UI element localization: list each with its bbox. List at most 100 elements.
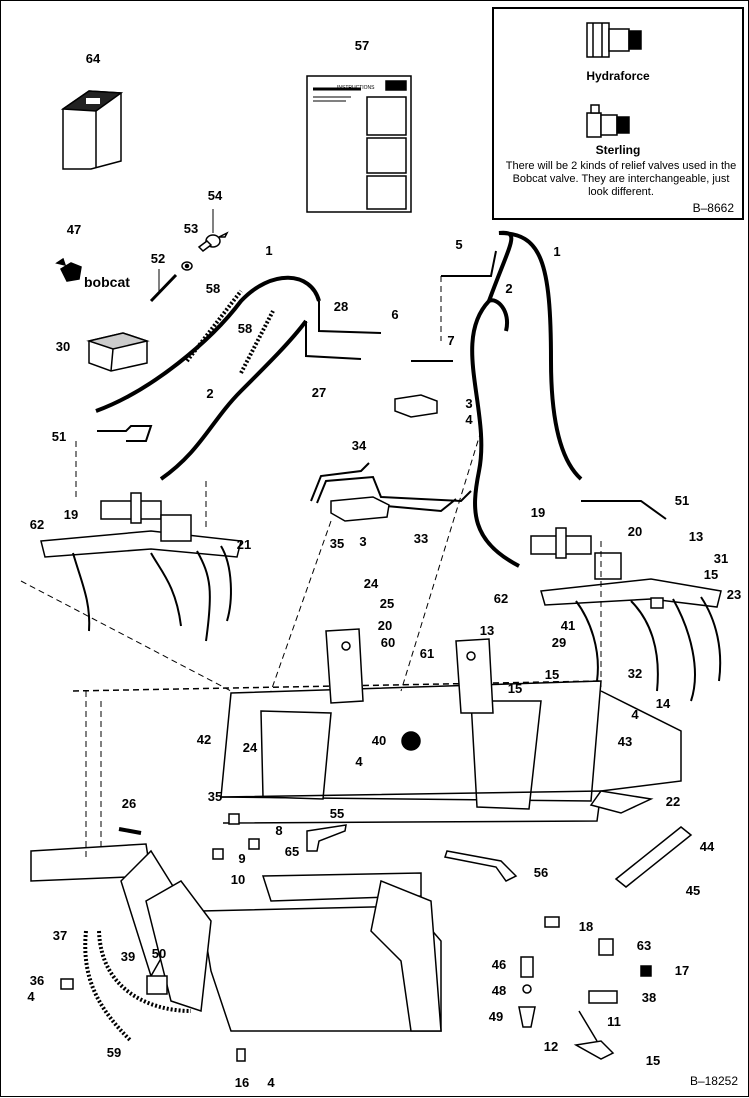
callout-17: 17: [674, 963, 690, 978]
callout-60: 60: [380, 635, 396, 650]
callout-55: 55: [329, 806, 345, 821]
callout-41: 41: [560, 618, 576, 633]
relief-valve-drawings: [586, 22, 642, 138]
callout-23: 23: [726, 587, 742, 602]
callout-45: 45: [685, 883, 701, 898]
decal-instructions-text: INSTRUCTIONS: [337, 85, 375, 91]
callout-15: 15: [544, 667, 560, 682]
callout-61: 61: [419, 646, 435, 661]
callout-34: 34: [351, 438, 367, 453]
sterling-valve-icon: [586, 104, 630, 138]
callout-29: 29: [551, 635, 567, 650]
callout-19: 19: [63, 507, 79, 522]
part-40-plug: [401, 731, 421, 751]
callout-37: 37: [52, 928, 68, 943]
callout-62: 62: [493, 591, 509, 606]
part-47-bobcat-logo: [55, 257, 82, 282]
part-30-block: [86, 332, 150, 372]
part-59-hoses: [83, 930, 192, 1043]
callout-51: 51: [674, 493, 690, 508]
callout-4: 4: [465, 412, 473, 427]
bobcat-logo-text: bobcat: [84, 274, 130, 290]
callout-20: 20: [627, 524, 643, 539]
callout-22: 22: [665, 794, 681, 809]
callout-2: 2: [505, 281, 513, 296]
callout-31: 31: [713, 551, 729, 566]
callout-15: 15: [703, 567, 719, 582]
callout-30: 30: [55, 339, 71, 354]
callout-28: 28: [333, 299, 349, 314]
callout-2: 2: [206, 386, 214, 401]
callout-18: 18: [578, 919, 594, 934]
hydraforce-valve-icon: [586, 22, 642, 58]
part-58-spring-guards: [185, 289, 275, 374]
callout-26: 26: [121, 796, 137, 811]
relief-valve-inset: Hydraforce Sterling There will be 2 kind…: [492, 7, 744, 220]
callout-56: 56: [533, 865, 549, 880]
callout-49: 49: [488, 1009, 504, 1024]
callout-20: 20: [377, 618, 393, 633]
callout-4: 4: [355, 754, 363, 769]
part-34-tube-assembly: [310, 462, 472, 513]
callout-59: 59: [106, 1045, 122, 1060]
callout-3: 3: [465, 396, 473, 411]
part-44-bar: [614, 826, 693, 888]
callout-65: 65: [284, 844, 300, 859]
hydraulic-hoses: [95, 230, 583, 568]
callout-16: 16: [234, 1075, 250, 1090]
callout-11: 11: [607, 1014, 621, 1029]
callout-54: 54: [207, 188, 223, 203]
part-55-56-handles: [306, 824, 518, 882]
callout-12: 12: [543, 1039, 559, 1054]
small-fittings: [60, 813, 652, 1062]
part-42-43-bucket: [72, 680, 682, 824]
callout-21: 21: [236, 537, 252, 552]
callout-52: 52: [150, 251, 166, 266]
callout-1: 1: [265, 243, 273, 258]
part-19-valves: [100, 492, 592, 559]
callout-4: 4: [631, 707, 639, 722]
part-52-bolt: [149, 269, 178, 303]
callout-57: 57: [354, 38, 370, 53]
callout-47: 47: [66, 222, 82, 237]
mounting-frame: [30, 843, 442, 1032]
callout-3: 3: [359, 534, 367, 549]
part-64-box: [60, 90, 124, 170]
callout-1: 1: [553, 244, 561, 259]
part-23-grapple-right: [540, 552, 722, 702]
callout-4: 4: [267, 1075, 275, 1090]
callout-13: 13: [479, 623, 495, 638]
guide-lines: [20, 276, 602, 861]
callout-44: 44: [699, 839, 715, 854]
callout-8: 8: [275, 823, 283, 838]
callout-32: 32: [627, 666, 643, 681]
callout-39: 39: [120, 949, 136, 964]
callout-4: 4: [27, 989, 35, 1004]
callout-58: 58: [205, 281, 221, 296]
callout-24: 24: [363, 576, 379, 591]
callout-25: 25: [379, 596, 395, 611]
callout-40: 40: [371, 733, 387, 748]
callout-24: 24: [242, 740, 258, 755]
callout-15: 15: [507, 681, 523, 696]
callout-46: 46: [491, 957, 507, 972]
part-53-washer: [181, 261, 193, 271]
callout-7: 7: [447, 333, 455, 348]
callout-33: 33: [413, 531, 429, 546]
callout-58: 58: [237, 321, 253, 336]
callout-35: 35: [207, 789, 223, 804]
callout-35: 35: [329, 536, 345, 551]
callout-10: 10: [230, 872, 246, 887]
callout-13: 13: [688, 529, 704, 544]
callout-53: 53: [183, 221, 199, 236]
callout-6: 6: [391, 307, 399, 322]
callout-64: 64: [85, 51, 101, 66]
callout-51: 51: [51, 429, 67, 444]
relief-valve-note: There will be 2 kinds of relief valves u…: [505, 160, 737, 198]
part-22-plate: [589, 790, 654, 814]
callout-48: 48: [491, 983, 507, 998]
part-21-grapple-left: [40, 514, 242, 642]
hydraulic-tubes: [97, 250, 667, 520]
callout-15: 15: [645, 1053, 661, 1068]
part-60-61-uprights: [325, 628, 494, 714]
